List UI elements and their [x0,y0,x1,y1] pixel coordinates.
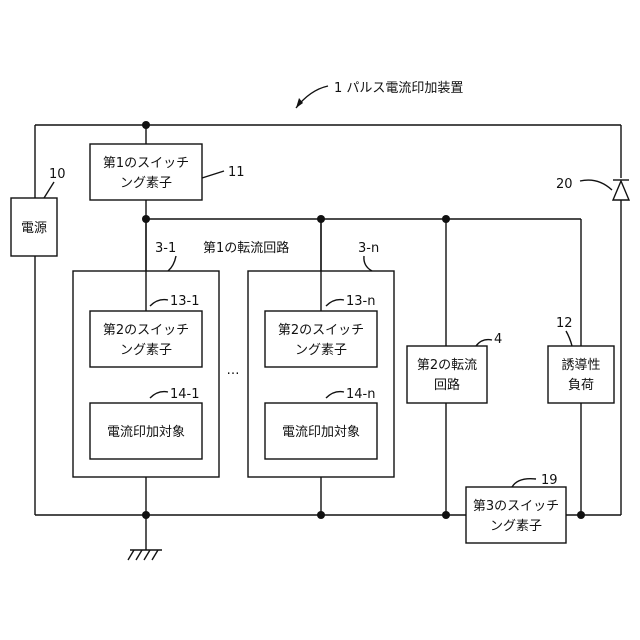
second-commutation-leader [476,340,492,346]
junction-dot [442,215,450,223]
junction-dot [142,121,150,129]
power-supply: 電源 10 [11,167,66,256]
second-commutation-line2: 回路 [434,377,460,393]
inductive-load-leader [566,331,572,346]
diode-triangle [613,181,629,200]
diode-leader [580,180,612,190]
circuit-1-switch-line1: 第2のスイッチ [103,323,189,338]
first-commutation-label: 第1の転流回路 [203,240,289,256]
first-switching-element: 第1のスイッチ ング素子 11 [90,144,245,200]
ground-symbol [128,550,162,560]
inductive-load-line2: 負荷 [568,378,594,393]
circuit-1-target-label: 電流印加対象 [107,425,185,440]
second-commutation-ref: 4 [494,332,502,347]
circuit-n-switch-box [265,311,377,367]
title-leader [296,86,328,108]
circuit-1-target-ref: 14-1 [170,387,200,402]
power-supply-ref: 10 [49,167,66,182]
commutation-circuit-n: 3-n 第2のスイッチ ング素子 13-n 電流印加対象 14-n [248,219,394,477]
third-switching-element: 第3のスイッチ ング素子 19 [466,473,566,543]
circuit-1-ref: 3-1 [155,241,176,256]
switch1-line1: 第1のスイッチ [103,156,189,171]
switch1-line2: ング素子 [120,176,172,191]
circuit-1-switch-box [90,311,202,367]
switch1-ref: 11 [228,165,245,180]
circuit-n-switch-line2: ング素子 [295,343,347,358]
power-supply-label: 電源 [21,221,47,236]
circuit-n-target-label: 電流印加対象 [282,425,360,440]
second-commutation-circuit: 第2の転流 回路 4 [407,332,502,403]
circuit-1-switch-ref: 13-1 [170,294,200,309]
switch3-ref: 19 [541,473,558,488]
switch3-line1: 第3のスイッチ [473,499,559,514]
circuit-n-leader [364,256,372,271]
junction-dot [577,511,585,519]
circuit-n-target-ref: 14-n [346,387,375,402]
junction-dot [442,511,450,519]
inductive-load-ref: 12 [556,316,573,331]
switch3-line2: ング素子 [490,519,542,534]
second-commutation-line1: 第2の転流 [417,358,477,373]
inductive-load-line1: 誘導性 [561,358,600,373]
junction-dot [142,511,150,519]
power-supply-leader [44,182,54,198]
commutation-circuit-1: 3-1 第2のスイッチ ング素子 13-1 電流印加対象 14-1 [73,219,219,477]
circuit-1-leader [168,256,176,271]
diode: 20 [556,177,629,200]
ellipsis: … [227,363,240,378]
title-group: 1 パルス電流印加装置 [296,81,463,108]
circuit-1-switch-line2: ング素子 [120,343,172,358]
diode-ref: 20 [556,177,573,192]
switch1-leader [202,171,224,178]
title-label: 1 パルス電流印加装置 [334,81,463,96]
switch3-leader [512,479,536,487]
circuit-n-switch-line1: 第2のスイッチ [278,323,364,338]
junction-dot [317,511,325,519]
circuit-n-switch-ref: 13-n [346,294,375,309]
circuit-n-ref: 3-n [358,241,379,256]
title-arrowhead [296,98,303,108]
